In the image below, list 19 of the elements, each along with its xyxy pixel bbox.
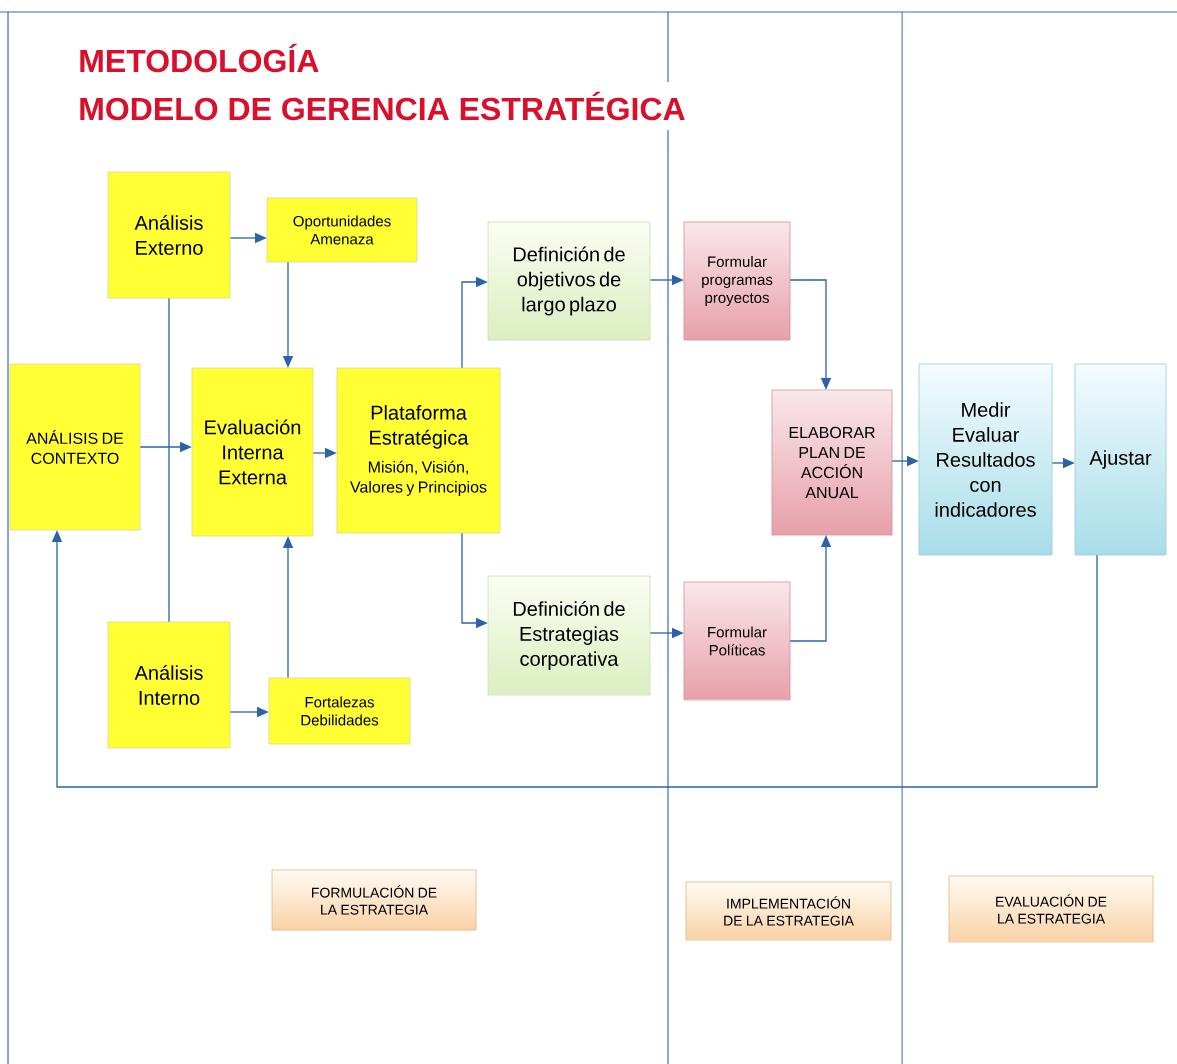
phase-box: EVALUACIÓN DE LA ESTRATEGIA [948, 875, 1154, 943]
title: METODOLOGÍA [80, 43, 319, 73]
title: MODELO DE GERENCIA ESTRATÉGICA [80, 91, 685, 121]
process-box: Evaluación Interna Externa [191, 367, 314, 537]
process-box: Análisis Interno [107, 621, 231, 749]
phase-box: IMPLEMENTACIÓN DE LA ESTRATEGIA [685, 881, 892, 941]
process-box: ANÁLISIS DE CONTEXTO [9, 363, 141, 531]
process-box: Definición de objetivos de largo plazo [487, 221, 651, 341]
process-box: Medir Evaluar Resultados con indicadores [918, 363, 1053, 556]
process-box: Plataforma Estratégica Misión, Visión, Valores y Principios [336, 367, 501, 534]
process-box: Formular programas proyectos [683, 221, 791, 341]
process-box: Formular Políticas [683, 581, 791, 701]
process-box: Análisis Externo [107, 171, 231, 299]
phase-box: FORMULACIÓN DE LA ESTRATEGIA [271, 869, 477, 931]
process-box: Fortalezas Debilidades [268, 677, 411, 745]
process-box: ELABORAR PLAN DE ACCIÓN ANUAL [771, 389, 893, 536]
process-box: Definición de Estrategias corporativa [487, 575, 651, 696]
process-box: Oportunidades Amenaza [266, 197, 418, 263]
process-box: Ajustar [1074, 363, 1167, 556]
